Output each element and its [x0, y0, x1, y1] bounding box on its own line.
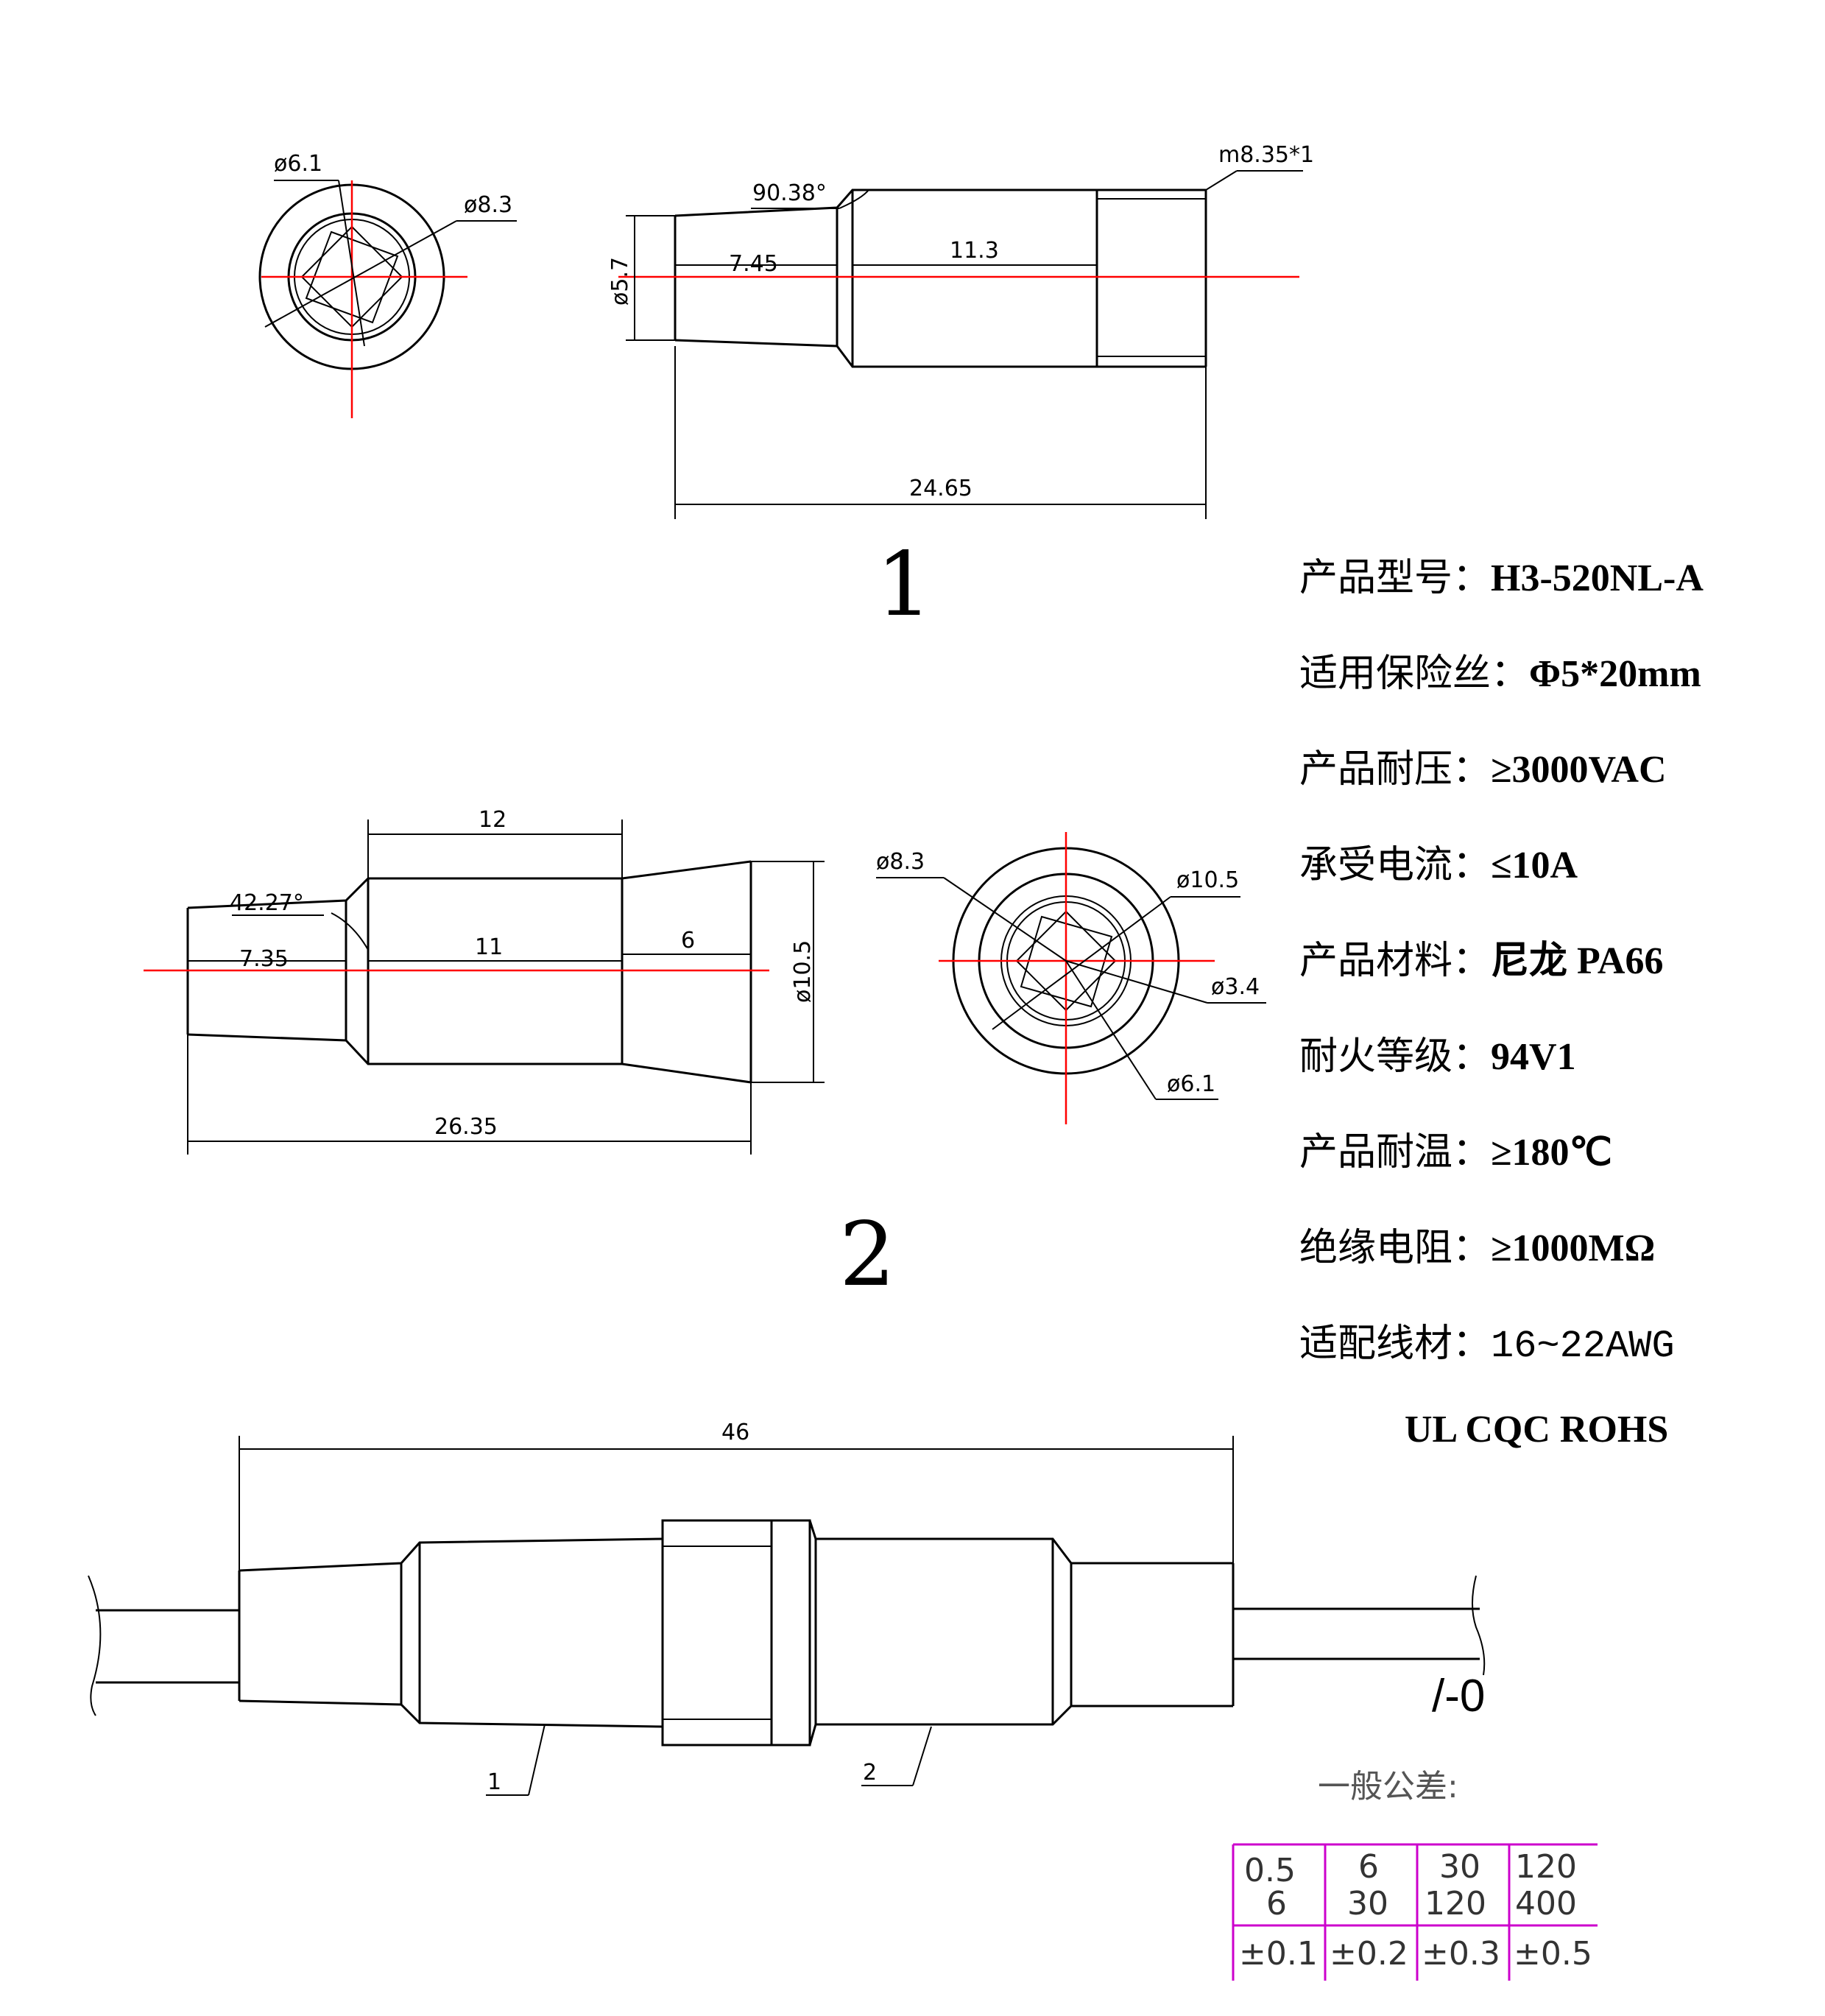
dim-diameter: ø10.5 — [790, 940, 816, 1003]
dim-diameter: ø5.7 — [607, 257, 633, 306]
spec-fuse: 适用保险丝：Φ5*20mm — [1299, 653, 1701, 695]
spec-voltage: 产品耐压：≥3000VAC — [1299, 749, 1667, 791]
tol-from-2: 6 — [1358, 1848, 1379, 1886]
part1-label: 1 — [876, 534, 932, 636]
dim-len-c: 6 — [681, 928, 695, 954]
dim-total: 26.35 — [434, 1114, 498, 1140]
dim-len-b: 11 — [475, 934, 503, 960]
callout-2: 2 — [863, 1760, 877, 1786]
dim-d3: ø3.4 — [1211, 974, 1260, 1000]
tolerance-note: /-0 — [1432, 1671, 1486, 1721]
assembly-view: 46 1 2 — [88, 1420, 1486, 1796]
tol-to-3: 120 — [1425, 1885, 1486, 1922]
spec-insulation: 绝缘电阻：≥1000MΩ — [1299, 1227, 1656, 1269]
spec-flame: 耐火等级：94V1 — [1299, 1036, 1576, 1078]
tolerance-table: 0.5 6 ±0.1 6 30 ±0.2 30 120 ±0.3 120 400… — [1232, 1843, 1598, 1981]
dim-angle: 42.27° — [230, 890, 304, 916]
dim-angle: 90.38° — [752, 180, 827, 206]
tol-to-2: 30 — [1347, 1885, 1388, 1922]
callout-1: 1 — [487, 1769, 501, 1795]
dim-len-b: 11.3 — [950, 238, 999, 264]
dim-d2: ø10.5 — [1176, 867, 1239, 893]
tol-val-1: ±0.1 — [1239, 1935, 1318, 1973]
tol-to-4: 400 — [1515, 1885, 1577, 1922]
dim-d-outer: ø8.3 — [464, 192, 512, 218]
tol-val-3: ±0.3 — [1422, 1935, 1500, 1973]
dim-d1: ø8.3 — [876, 849, 925, 875]
dim-total: 24.65 — [909, 476, 972, 501]
dim-total: 46 — [721, 1420, 749, 1445]
tolerance-title: 一般公差: — [1318, 1768, 1458, 1805]
dim-top: 12 — [479, 807, 506, 833]
dim-thread: m8.35*1 — [1218, 142, 1314, 168]
part2-side-view: 12 42.27° 7.35 11 6 26.35 ø10.5 — [144, 807, 825, 1155]
spec-temperature: 产品耐温：≥180℃ — [1299, 1132, 1612, 1174]
tol-to-1: 6 — [1266, 1885, 1287, 1922]
part1-end-view: ø6.1 ø8.3 — [258, 151, 517, 418]
dim-d4: ø6.1 — [1167, 1071, 1215, 1097]
dim-len-a: 7.45 — [729, 251, 778, 277]
spec-material: 产品材料：尼龙 PA66 — [1299, 940, 1664, 982]
tol-from-3: 30 — [1439, 1848, 1480, 1886]
tol-from-1: 0.5 — [1244, 1852, 1296, 1889]
certifications: UL CQC ROHS — [1405, 1409, 1669, 1451]
dim-d-inner: ø6.1 — [274, 151, 322, 177]
part2-end-view: ø8.3 ø10.5 ø3.4 ø6.1 — [876, 832, 1266, 1124]
part1-side-view: m8.35*1 90.38° 7.45 11.3 24.65 ø5.7 — [607, 142, 1314, 519]
dim-len-a: 7.35 — [239, 946, 289, 972]
part2-label: 2 — [839, 1204, 895, 1306]
tol-from-4: 120 — [1515, 1848, 1577, 1886]
tol-val-2: ±0.2 — [1330, 1935, 1408, 1973]
spec-current: 承受电流：≤10A — [1299, 845, 1578, 887]
tol-val-4: ±0.5 — [1514, 1935, 1592, 1973]
spec-model: 产品型号：H3-520NL-A — [1299, 557, 1704, 599]
spec-wire: 适配线材：16~22AWG — [1299, 1323, 1675, 1368]
